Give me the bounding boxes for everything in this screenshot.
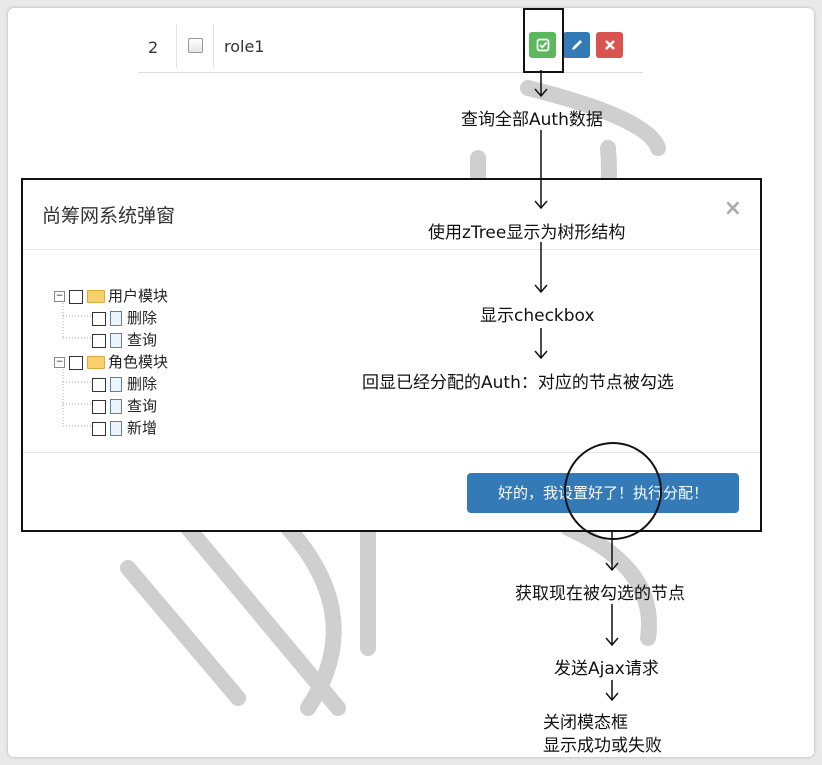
flow-step-ztree: 使用zTree显示为树形结构 (428, 223, 626, 243)
collapse-icon[interactable]: − (54, 357, 65, 368)
flow-step-show-result: 显示成功或失败 (543, 736, 662, 756)
tree-connector-lines (62, 294, 91, 427)
tree-node-child[interactable]: 删除 (92, 307, 158, 327)
close-icon[interactable]: × (723, 196, 742, 221)
tree-node-parent[interactable]: − 角色模块 (54, 351, 169, 371)
modal-dialog: 尚筹网系统弹窗 × − 用户模块 删除 查询 − 角色模块 (21, 178, 762, 532)
tree-node-label: 删除 (127, 309, 158, 327)
flow-step-get-checked: 获取现在被勾选的节点 (515, 584, 685, 604)
table-row: 2 role1 (138, 20, 643, 73)
highlight-box (523, 8, 564, 73)
diagram-canvas: 2 role1 尚筹网系统弹窗 × (8, 8, 814, 757)
close-icon (604, 40, 615, 50)
tree-node-child[interactable]: 新增 (92, 417, 158, 437)
tree-node-label: 查询 (127, 331, 158, 349)
row-checkbox[interactable] (188, 38, 203, 53)
tree-node-label: 新增 (127, 419, 158, 437)
tree-node-label: 用户模块 (108, 287, 169, 305)
tree-node-child[interactable]: 查询 (92, 395, 158, 415)
flow-arrows (534, 70, 662, 702)
check-square-icon (536, 38, 549, 52)
modal-title: 尚筹网系统弹窗 (42, 205, 176, 227)
flow-step-query-auth: 查询全部Auth数据 (461, 110, 603, 130)
pencil-icon (571, 40, 582, 50)
tree-node-parent[interactable]: − 用户模块 (54, 285, 169, 305)
delete-button[interactable] (596, 32, 623, 58)
tree-checkbox[interactable] (92, 377, 106, 392)
row-number: 2 (148, 38, 159, 57)
tree-checkbox[interactable] (92, 311, 106, 326)
file-icon (110, 399, 122, 414)
modal-header-divider (23, 249, 760, 250)
tree-node-label: 删除 (127, 375, 158, 393)
role-name: role1 (224, 37, 265, 56)
collapse-icon[interactable]: − (54, 291, 65, 302)
column-divider (176, 24, 177, 68)
flow-step-close-modal: 关闭模态框 (543, 713, 628, 733)
tree-checkbox[interactable] (69, 289, 83, 304)
file-icon (110, 311, 122, 326)
flow-step-echo-checked: 回显已经分配的Auth：对应的节点被勾选 (362, 373, 674, 393)
tree-node-label: 查询 (127, 397, 158, 415)
flow-step-ajax: 发送Ajax请求 (554, 659, 659, 679)
edit-button[interactable] (563, 32, 590, 58)
column-divider (213, 24, 214, 68)
flow-step-checkbox: 显示checkbox (480, 306, 595, 326)
folder-icon (87, 356, 105, 369)
file-icon (110, 421, 122, 436)
tree-node-child[interactable]: 查询 (92, 329, 158, 349)
tree-node-label: 角色模块 (108, 353, 169, 371)
modal-footer-divider (23, 452, 760, 453)
tree-checkbox[interactable] (92, 399, 106, 414)
folder-icon (87, 290, 105, 303)
confirm-assign-button[interactable]: 好的，我设置好了！执行分配！ (467, 473, 739, 513)
file-icon (110, 377, 122, 392)
tree-checkbox[interactable] (69, 355, 83, 370)
tree-checkbox[interactable] (92, 333, 106, 348)
tree-checkbox[interactable] (92, 421, 106, 436)
assign-auth-button[interactable] (529, 32, 556, 58)
file-icon (110, 333, 122, 348)
tree-node-child[interactable]: 删除 (92, 373, 158, 393)
